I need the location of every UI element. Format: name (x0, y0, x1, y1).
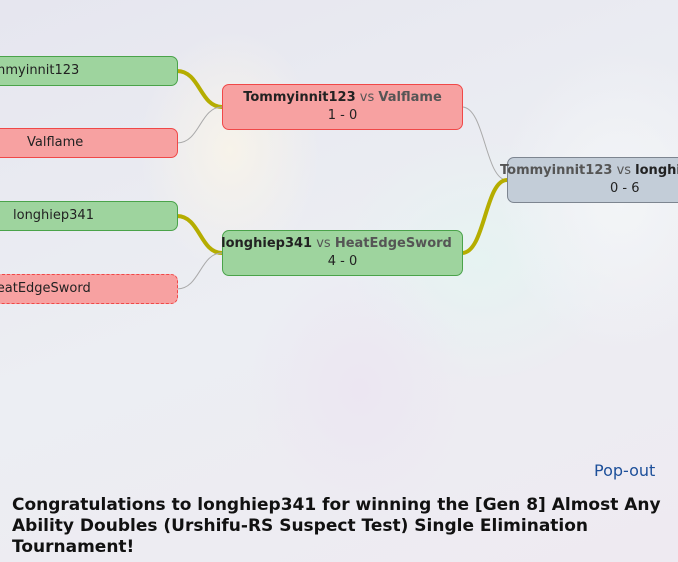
connector-winner (176, 69, 223, 109)
match-winner: longhiep341 (635, 163, 678, 178)
player-name: HeatEdgeSword (0, 281, 91, 296)
player-node: HeatEdgeSword (0, 274, 178, 304)
connector (461, 106, 508, 181)
match-node: Tommyinnit123 vs Valflame 1 - 0 (222, 84, 463, 130)
tournament-bracket: Tommyinnit123 Valflame longhiep341 HeatE… (0, 56, 678, 304)
match-loser: HeatEdgeSword (334, 236, 452, 251)
connector (176, 252, 223, 290)
match-loser: Tommyinnit123 (500, 163, 613, 178)
final-match-node: Tommyinnit123 vs longhiep341 0 - 6 (500, 157, 678, 203)
player-name: Tommyinnit123 (0, 63, 80, 78)
vs-label: vs (359, 90, 375, 105)
player-name: longhiep341 (13, 208, 94, 223)
player-name: Valflame (27, 135, 84, 150)
match-score: 4 - 0 (327, 254, 358, 269)
match-loser: Valflame (378, 90, 442, 105)
bracket-connectors (176, 69, 508, 290)
winner-announcement: Congratulations to longhiep341 for winni… (12, 495, 661, 557)
connector (176, 106, 223, 144)
vs-label: vs (316, 236, 331, 251)
connector-winner (176, 214, 223, 255)
popout-link[interactable]: Pop-out (594, 461, 656, 480)
vs-label: vs (616, 163, 632, 178)
match-score: 1 - 0 (327, 108, 358, 123)
player-node: Valflame (0, 128, 178, 158)
match-node: longhiep341 vs HeatEdgeSword 4 - 0 (221, 230, 463, 276)
match-winner: longhiep341 (221, 236, 313, 251)
match-winner: Tommyinnit123 (243, 90, 356, 105)
connector-winner (461, 178, 508, 255)
player-node: longhiep341 (0, 201, 178, 231)
match-score: 0 - 6 (610, 181, 640, 196)
player-node: Tommyinnit123 (0, 56, 178, 86)
